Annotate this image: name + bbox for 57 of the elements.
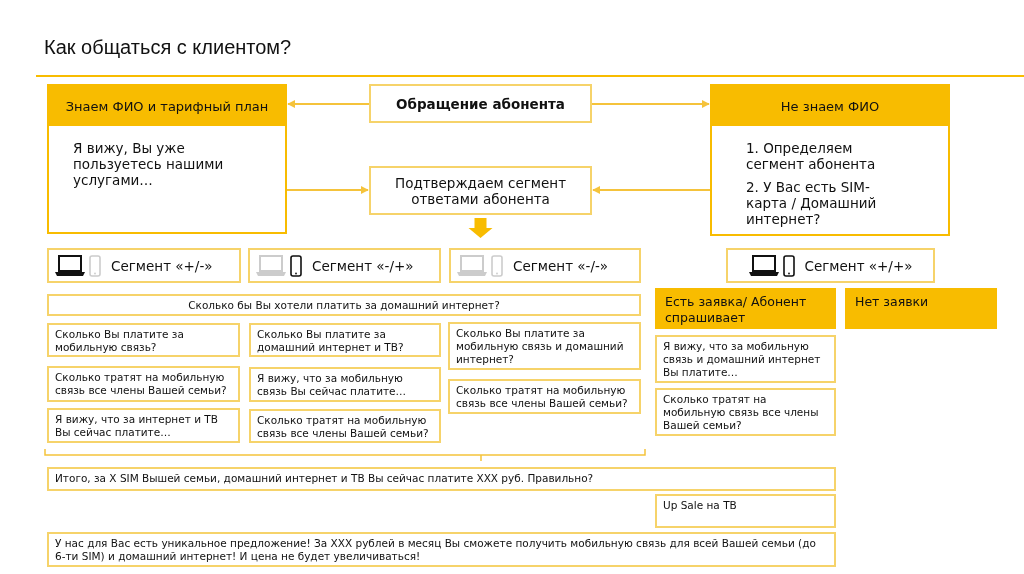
condition-box	[655, 288, 836, 329]
question-text: Сколько бы Вы хотели платить за домашний интернет?	[187, 297, 501, 313]
question-box	[47, 294, 641, 316]
question-box	[47, 467, 836, 491]
question-text: Я вижу, что за мобильную связь и домашний интернет Вы платите…	[662, 339, 822, 380]
process-box	[369, 166, 592, 215]
card	[47, 84, 287, 234]
condition-label: Нет заявки	[854, 293, 930, 311]
body-text: 1. Определяем сегмент абонента	[745, 139, 877, 172]
question-text: Сколько Вы платите за домашний интернет и ТВ?	[256, 327, 405, 355]
question-box	[249, 409, 441, 443]
card	[710, 84, 950, 236]
card-header: Знаем ФИО и тарифный план	[49, 86, 285, 126]
question-text: Сколько тратят на мобильную связь все члены Вашей семьи?	[256, 413, 430, 441]
arrow	[287, 100, 370, 108]
question-box	[448, 322, 641, 370]
question-text: Сколько тратят на мобильную связь все члены Вашей семьи?	[455, 383, 629, 411]
segment-box	[47, 248, 241, 283]
box-label: Обращение абонента	[396, 95, 565, 112]
question-box	[249, 367, 441, 402]
question-box	[655, 494, 836, 528]
body-text: 2. У Вас есть SIM-карта / Домашний интернет?	[745, 178, 878, 227]
block-arrow	[468, 218, 493, 238]
arrow	[592, 186, 711, 194]
question-box	[47, 366, 240, 402]
question-box	[47, 323, 240, 357]
process-box	[369, 84, 592, 123]
question-text: Я вижу, что за мобильную связь Вы сейчас платите…	[256, 371, 408, 399]
segment-label: Сегмент «+/+»	[804, 257, 913, 274]
question-text: Сколько Вы платите за мобильную связь и домашний интернет?	[455, 326, 625, 367]
box-label: Подтверждаем сегмент ответами абонента	[394, 174, 567, 207]
question-text: Сколько тратят на мобильную связь все члены Вашей семьи?	[54, 370, 228, 398]
question-text: Сколько тратят на мобильную связь все члены Вашей семьи?	[662, 392, 820, 433]
question-box	[448, 379, 641, 414]
question-box	[47, 408, 240, 443]
question-text: У нас для Вас есть уникальное предложение! За XXX рублей в месяц Вы сможете получить мобильную связь для всей Вашей семьи (до 6-ти SIM) и домашний интернет! И цена не будет увеличиваться!	[54, 536, 817, 564]
segment-label: Сегмент «-/-»	[513, 257, 609, 274]
title: Как общаться с клиентом?	[44, 36, 292, 59]
condition-box	[845, 288, 997, 329]
question-text: Сколько Вы платите за мобильную связь?	[54, 327, 185, 355]
question-box	[47, 532, 836, 567]
question-text: Итого, за X SIM Вышей семьи, домашний интернет и ТВ Вы сейчас платите XXX руб. Правильно?	[54, 471, 595, 486]
segment-label: Сегмент «+/-»	[111, 257, 213, 274]
question-text: Я вижу, что за интернет и ТВ Вы сейчас платите…	[54, 412, 219, 440]
segment-box	[449, 248, 641, 283]
condition-label: Есть заявка/ Абонент спрашивает	[664, 293, 808, 327]
segment-label: Сегмент «-/+»	[312, 257, 414, 274]
segment-box	[726, 248, 935, 283]
question-box	[249, 323, 441, 357]
body-text: Я вижу, Вы уже пользуетесь нашими услугами…	[72, 139, 225, 188]
question-text: Up Sale на ТВ	[662, 498, 738, 513]
card-header: Не знаем ФИО	[712, 86, 948, 126]
arrow	[591, 100, 710, 108]
question-box	[655, 335, 836, 383]
question-box	[655, 388, 836, 436]
arrow	[286, 186, 369, 194]
segment-box	[248, 248, 441, 283]
